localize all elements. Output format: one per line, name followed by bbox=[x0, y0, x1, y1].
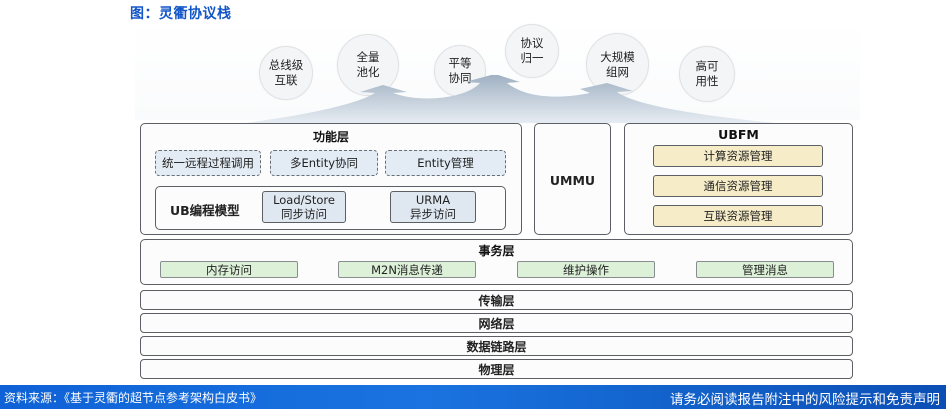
feature-label: 总线级 互联 bbox=[268, 58, 304, 87]
feature-bubble-full-pooling: 全量 池化 bbox=[337, 34, 399, 96]
multi-entity-item: 多Entity协同 bbox=[270, 150, 378, 176]
transaction-layer-title: 事务层 bbox=[478, 244, 515, 258]
ummu-block: UMMU bbox=[534, 123, 611, 235]
rpc-item: 统一远程过程调用 bbox=[155, 150, 261, 176]
interconnect-resource-label: 互联资源管理 bbox=[703, 209, 773, 223]
disclaimer-note: 请务必阅读报告附注中的风险提示和免责声明 bbox=[670, 392, 940, 408]
load-store-label: Load/Store 同步访问 bbox=[273, 193, 335, 221]
physical-layer: 物理层 bbox=[140, 359, 853, 379]
ubfm-title: UBFM bbox=[718, 127, 759, 142]
feature-label: 全量 池化 bbox=[356, 50, 380, 79]
interconnect-resource-management: 互联资源管理 bbox=[653, 205, 823, 227]
feature-label: 协议 归一 bbox=[520, 36, 544, 65]
transport-layer-label: 传输层 bbox=[478, 293, 515, 308]
ub-programming-model: UB编程模型 Load/Store 同步访问 URMA 异步访问 bbox=[155, 186, 506, 230]
function-layer: 功能层 统一远程过程调用 多Entity协同 Entity管理 UB编程模型 L… bbox=[140, 123, 522, 235]
network-layer: 网络层 bbox=[140, 313, 853, 333]
rpc-label: 统一远程过程调用 bbox=[162, 156, 254, 170]
transaction-layer: 事务层 内存访问 M2N消息传递 维护操作 管理消息 bbox=[140, 239, 853, 285]
figure-title: 图：灵衢协议栈 bbox=[130, 6, 232, 22]
physical-layer-label: 物理层 bbox=[478, 362, 515, 377]
feature-label: 高可 用性 bbox=[695, 59, 719, 88]
data-link-layer: 数据链路层 bbox=[140, 336, 853, 356]
urma-label: URMA 异步访问 bbox=[410, 193, 456, 221]
maintenance-operation-label: 维护操作 bbox=[563, 262, 609, 277]
load-store-item: Load/Store 同步访问 bbox=[262, 191, 346, 223]
maintenance-operation-item: 维护操作 bbox=[517, 261, 655, 278]
memory-access-item: 内存访问 bbox=[160, 261, 298, 278]
feature-label: 大规模 组网 bbox=[600, 49, 635, 79]
feature-bubble-bus-interconnect: 总线级 互联 bbox=[259, 46, 313, 100]
ummu-title: UMMU bbox=[549, 173, 596, 188]
ub-programming-model-title: UB编程模型 bbox=[170, 203, 240, 218]
entity-management-label: Entity管理 bbox=[417, 156, 474, 170]
memory-access-label: 内存访问 bbox=[206, 262, 252, 277]
arrow-shape bbox=[245, 75, 775, 123]
urma-item: URMA 异步访问 bbox=[390, 191, 476, 223]
m2n-messaging-item: M2N消息传递 bbox=[338, 261, 476, 278]
transport-layer: 传输层 bbox=[140, 290, 853, 310]
ubfm-block: UBFM 计算资源管理 通信资源管理 互联资源管理 bbox=[624, 123, 853, 235]
m2n-messaging-label: M2N消息传递 bbox=[371, 262, 443, 277]
feature-bubble-protocol-unification: 协议 归一 bbox=[505, 24, 559, 78]
data-link-layer-label: 数据链路层 bbox=[466, 339, 527, 354]
function-layer-title: 功能层 bbox=[312, 130, 349, 144]
footer-bar: 资料来源：《基于灵衢的超节点参考架构白皮书》 请务必阅读报告附注中的风险提示和免… bbox=[0, 385, 946, 409]
entity-management-item: Entity管理 bbox=[385, 150, 506, 176]
management-message-label: 管理消息 bbox=[742, 262, 788, 277]
upward-arrows bbox=[245, 75, 775, 123]
feature-bubble-high-availability: 高可 用性 bbox=[679, 46, 735, 102]
network-layer-label: 网络层 bbox=[478, 316, 515, 331]
management-message-item: 管理消息 bbox=[696, 261, 834, 278]
source-note: 资料来源：《基于灵衢的超节点参考架构白皮书》 bbox=[4, 391, 263, 405]
compute-resource-label: 计算资源管理 bbox=[703, 149, 773, 163]
feature-label: 平等 协同 bbox=[448, 56, 472, 85]
multi-entity-label: 多Entity协同 bbox=[289, 156, 359, 170]
communication-resource-label: 通信资源管理 bbox=[703, 179, 773, 193]
compute-resource-management: 计算资源管理 bbox=[653, 145, 823, 167]
communication-resource-management: 通信资源管理 bbox=[653, 175, 823, 197]
